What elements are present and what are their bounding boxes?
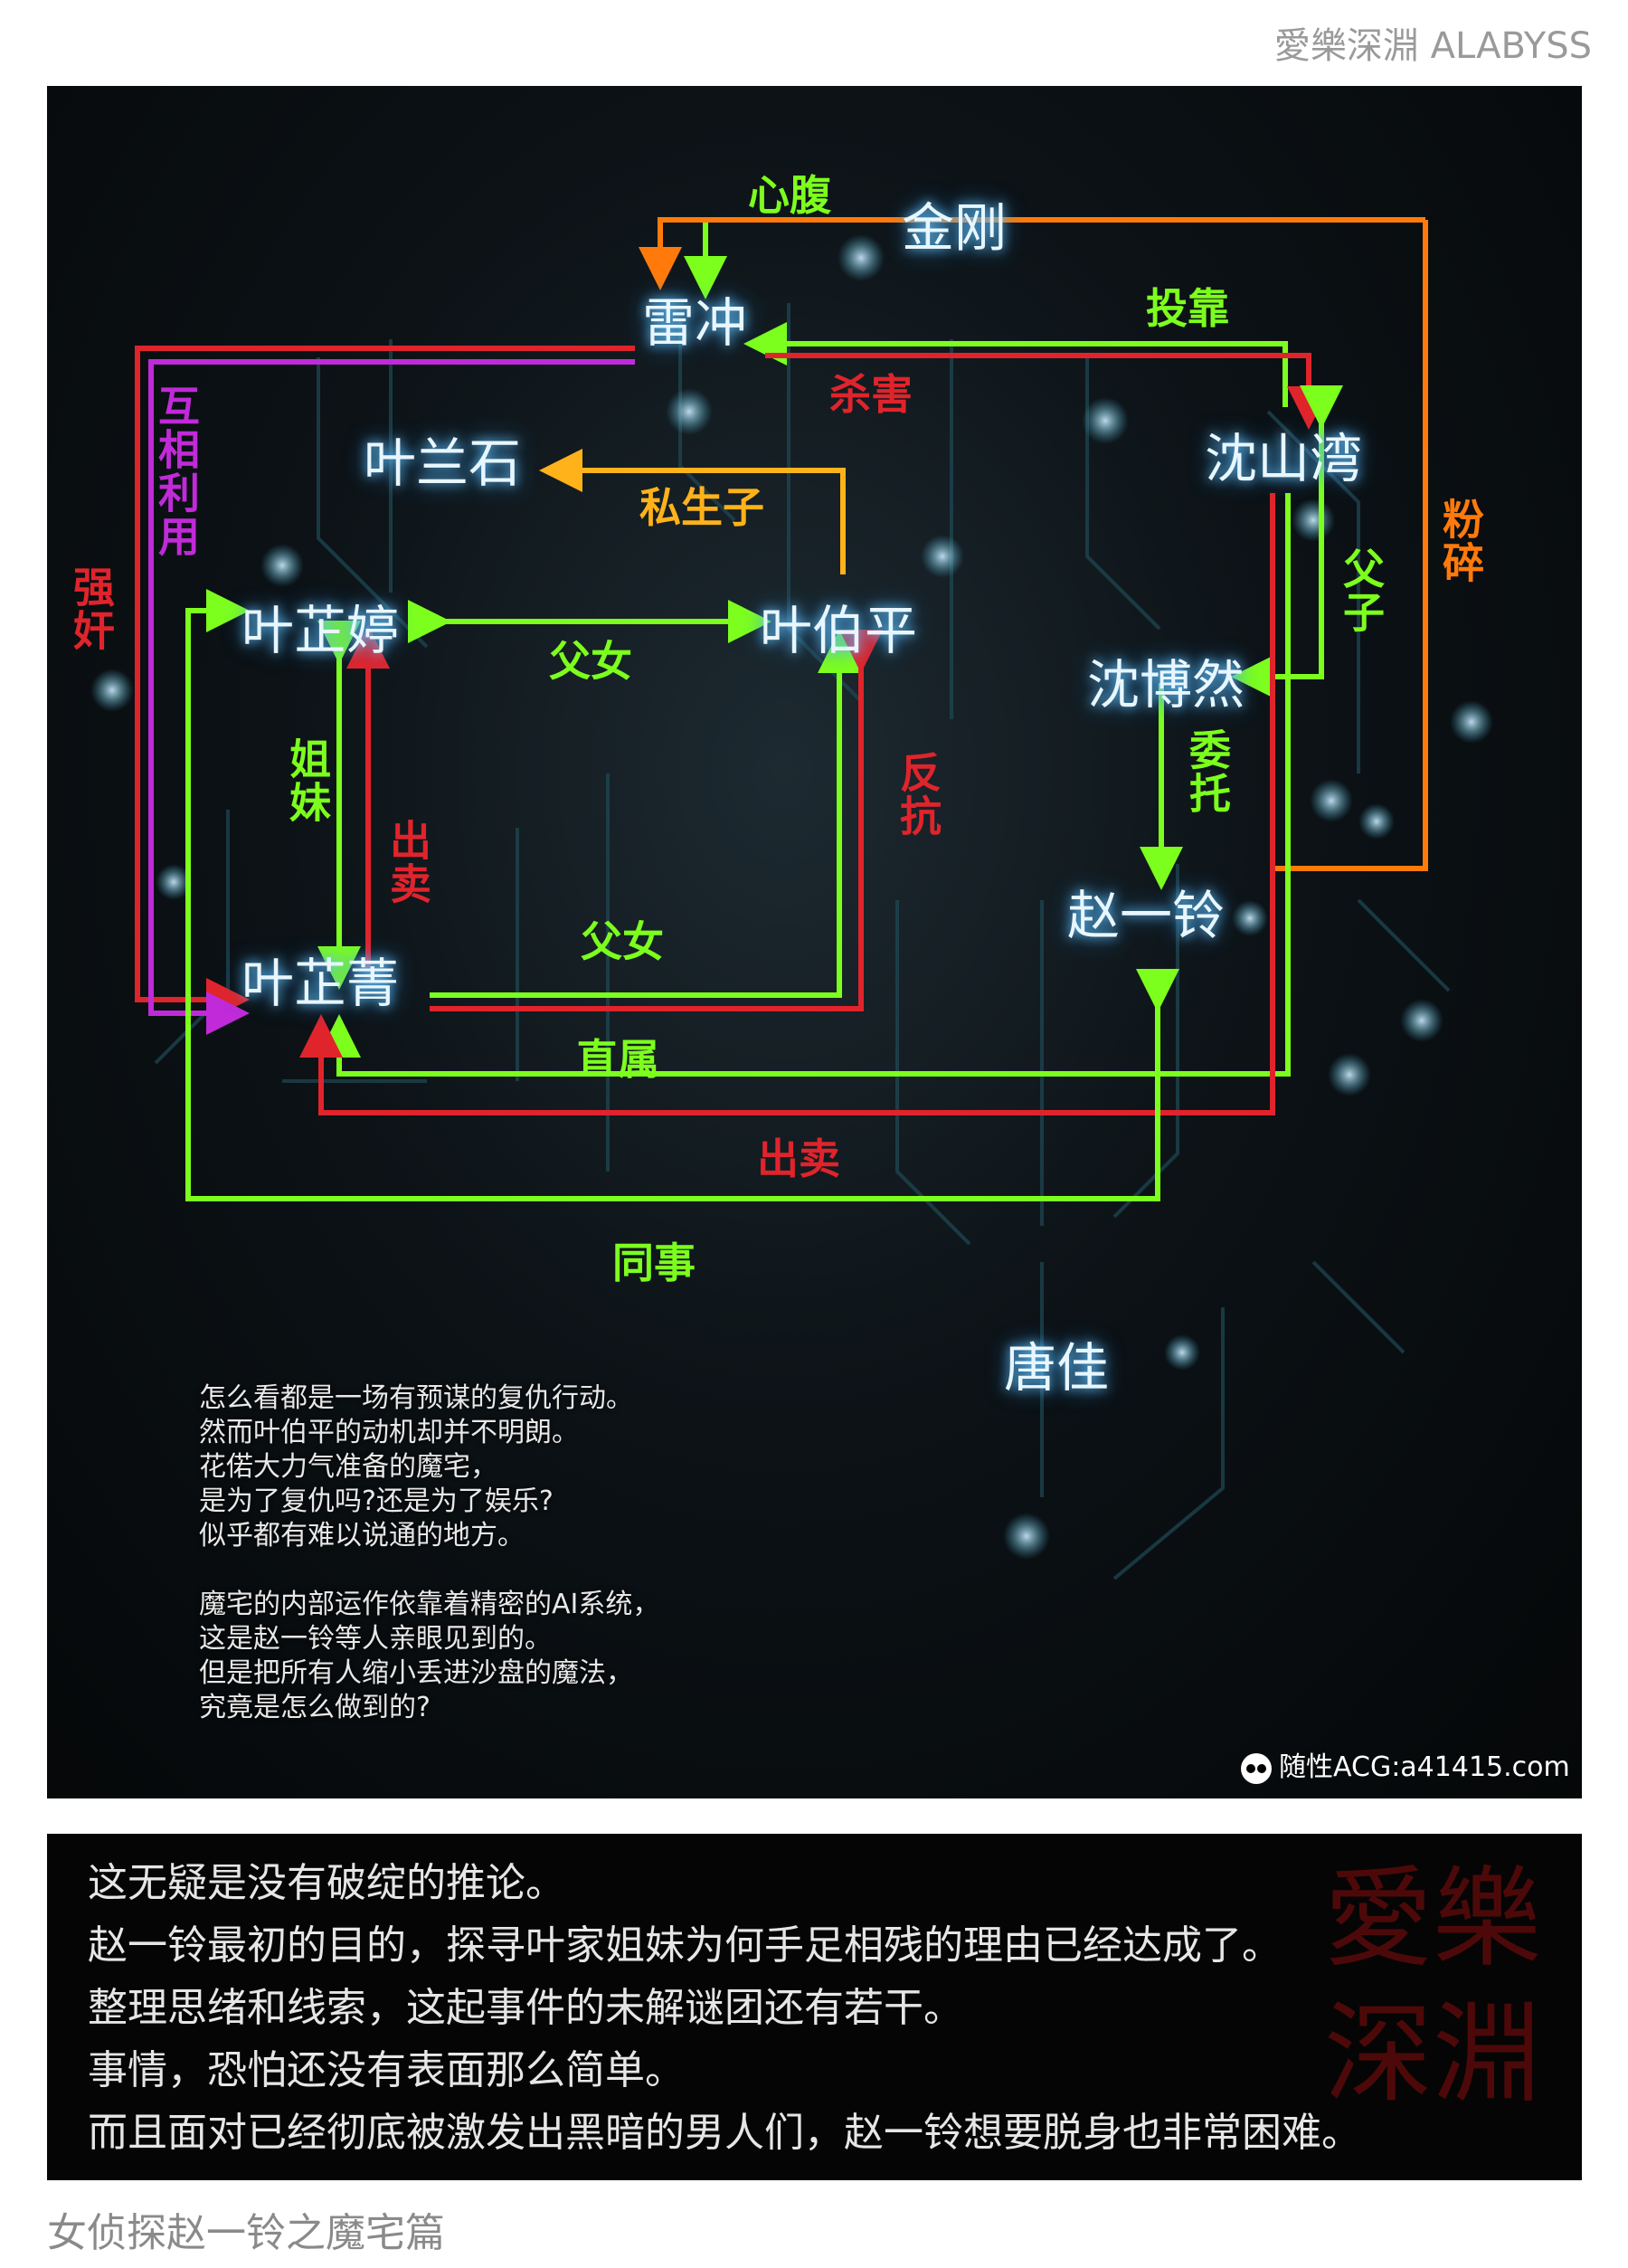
circuit-nodes xyxy=(90,234,1493,1560)
connector-lines xyxy=(135,217,1428,1201)
relationship-diagram: 金刚 雷冲 叶兰石 沈山湾 叶芷婷 叶伯平 沈博然 赵一铃 叶芷菁 唐佳 心腹 … xyxy=(47,86,1582,1798)
footer-title: 女侦探赵一铃之魔宅篇 xyxy=(47,2210,445,2256)
story-line: 整理思绪和线索，这起事件的未解谜团还有若干。 xyxy=(88,1985,963,2031)
story-line: 而且面对已经彻底被激发出黑暗的男人们，赵一铃想要脱身也非常困难。 xyxy=(88,2110,1361,2156)
story-line: 赵一铃最初的目的，探寻叶家姐妹为何手足相残的理由已经达成了。 xyxy=(88,1922,1282,1969)
narration-text: 怎么看都是一场有预谋的复仇行动。 然而叶伯平的动机却并不明朗。 花偌大力气准备的… xyxy=(199,1381,659,1725)
relation-fensui: 粉碎 xyxy=(1436,498,1485,584)
relation-siliangzi: 私生子 xyxy=(639,483,764,532)
node-tangjia: 唐佳 xyxy=(1004,1337,1110,1399)
narration-spacer xyxy=(199,1553,659,1588)
node-yetingting: 叶芷婷 xyxy=(241,600,400,661)
story-textbox: 愛樂深淵 这无疑是没有破绽的推论。 赵一铃最初的目的，探寻叶家姐妹为何手足相残的… xyxy=(47,1834,1582,2180)
narration-line: 是为了复仇吗?还是为了娱乐? xyxy=(199,1485,554,1517)
relation-fuzi: 父子 xyxy=(1337,547,1386,634)
relation-shahai: 杀害 xyxy=(829,370,913,419)
relation-jiemei: 姐妹 xyxy=(283,737,332,824)
relation-toukao: 投靠 xyxy=(1146,284,1229,333)
relation-xinfu: 心腹 xyxy=(748,171,831,220)
narration-line: 但是把所有人缩小丢进沙盘的魔法， xyxy=(199,1657,633,1689)
narration-line: 究竟是怎么做到的? xyxy=(199,1692,431,1723)
relation-fankang: 反抗 xyxy=(894,751,942,838)
node-jingang: 金刚 xyxy=(902,197,1008,259)
diagram-connectors xyxy=(90,217,1493,1580)
site-brand: 愛樂深淵 ALABYSS xyxy=(1273,25,1592,67)
relation-funv-bottom: 父女 xyxy=(581,917,664,966)
narration-line: 似乎都有难以说通的地方。 xyxy=(199,1520,525,1552)
relation-weituo: 委托 xyxy=(1183,728,1232,815)
relation-huxiangliyong: 互相利用 xyxy=(152,384,201,558)
narration-line: 魔宅的内部运作依靠着精密的AI系统， xyxy=(199,1589,660,1620)
node-yeboping: 叶伯平 xyxy=(760,600,918,661)
relation-zhishu: 直属 xyxy=(576,1035,659,1084)
node-shenboran: 沈博然 xyxy=(1087,654,1245,716)
narration-line: 这是赵一铃等人亲眼见到的。 xyxy=(199,1623,552,1655)
site-watermark-text: 随性ACG:a41415.com xyxy=(1279,1751,1570,1783)
seal-logo: 愛樂深淵 xyxy=(1324,1856,1541,2118)
node-leichong: 雷冲 xyxy=(642,292,748,354)
story-line: 事情，恐怕还没有表面那么简单。 xyxy=(88,2047,685,2093)
node-zhaoyiling: 赵一铃 xyxy=(1067,885,1226,946)
narration-line: 然而叶伯平的动机却并不明朗。 xyxy=(199,1417,579,1448)
story-line: 这无疑是没有破绽的推论。 xyxy=(88,1860,565,1906)
relation-funv-top: 父女 xyxy=(549,637,632,686)
node-shenshanwan: 沈山湾 xyxy=(1205,428,1363,489)
node-yejing: 叶芷菁 xyxy=(241,953,400,1014)
narration-line: 怎么看都是一场有预谋的复仇行动。 xyxy=(199,1382,633,1414)
relation-chumai-bottom: 出卖 xyxy=(757,1134,840,1183)
node-yelanshi: 叶兰石 xyxy=(364,432,522,494)
narration-line: 花偌大力气准备的魔宅， xyxy=(199,1451,497,1483)
relation-chumai-left: 出卖 xyxy=(383,819,432,906)
relation-tongshi: 同事 xyxy=(612,1238,696,1287)
relation-qiangjian: 强奸 xyxy=(67,565,116,652)
site-watermark: 随性ACG:a41415.com xyxy=(1241,1744,1570,1784)
panda-icon xyxy=(1241,1752,1272,1784)
